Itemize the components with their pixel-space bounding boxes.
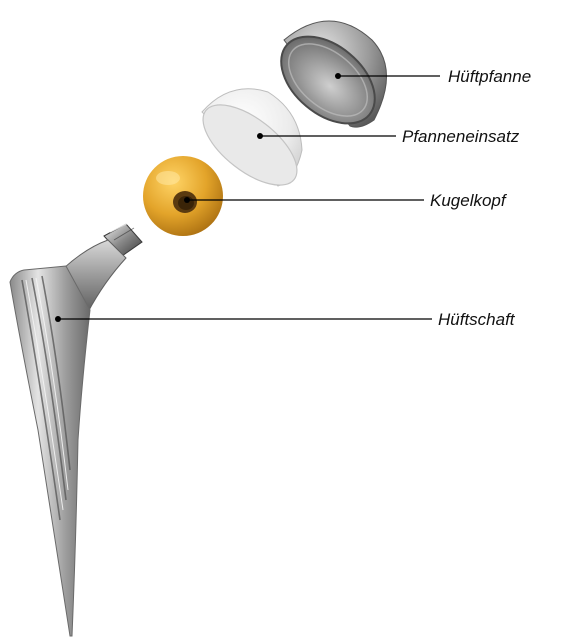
leader-dot-liner — [257, 133, 263, 139]
leader-dot-cup — [335, 73, 341, 79]
label-liner: Pfanneneinsatz — [402, 127, 520, 146]
femoral-head — [143, 156, 223, 236]
leader-dot-stem — [55, 316, 61, 322]
labels: Hüftpfanne Pfanneneinsatz Kugelkopf Hüft… — [402, 67, 531, 329]
label-stem: Hüftschaft — [438, 310, 516, 329]
label-cup: Hüftpfanne — [448, 67, 531, 86]
femoral-stem — [10, 222, 142, 636]
label-head: Kugelkopf — [430, 191, 508, 210]
leader-dot-head — [184, 197, 190, 203]
